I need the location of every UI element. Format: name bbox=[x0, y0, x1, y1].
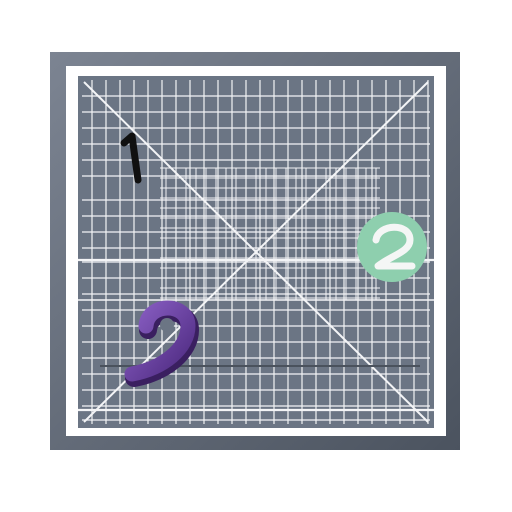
piece-two[interactable] bbox=[357, 212, 427, 282]
piece-one[interactable] bbox=[120, 132, 142, 184]
piece-nine-body bbox=[124, 300, 196, 382]
piece-nine[interactable] bbox=[124, 300, 200, 387]
piece-one-stroke bbox=[120, 132, 142, 184]
piece-nine-hole bbox=[160, 318, 174, 332]
piece-two-badge bbox=[357, 212, 427, 282]
piece-two-glyph bbox=[372, 223, 416, 270]
